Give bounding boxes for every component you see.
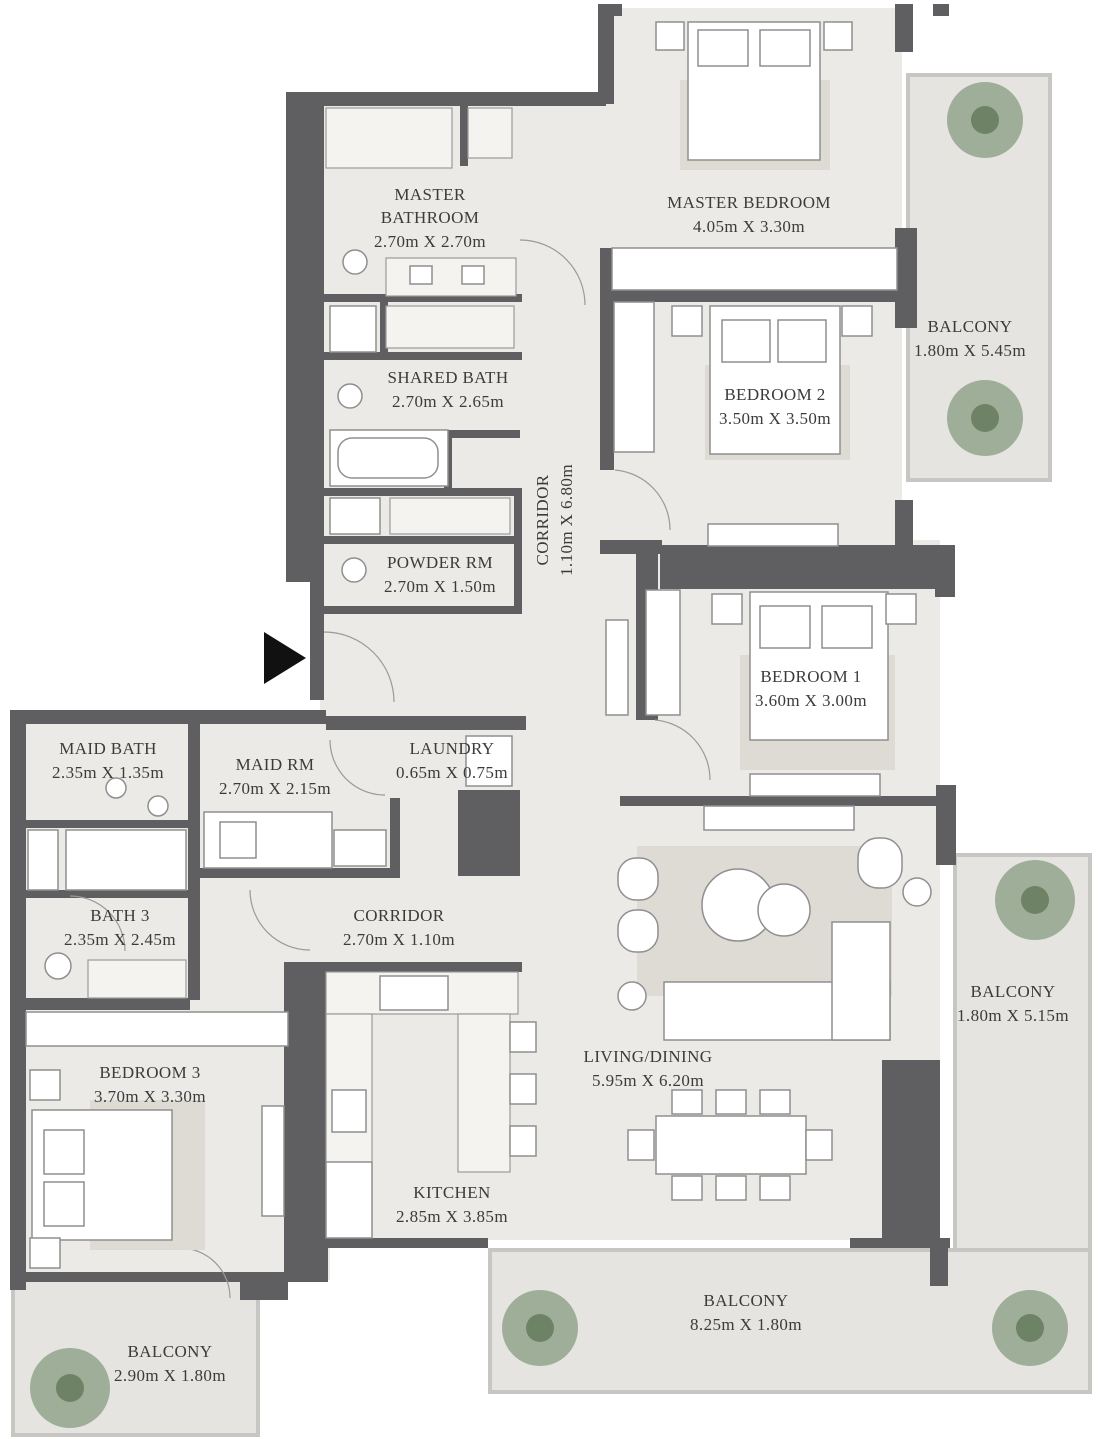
maid-rm-size: 2.70m X 2.15m bbox=[219, 779, 331, 798]
balcony-bottom-left-name: BALCONY bbox=[128, 1342, 213, 1361]
plant-icon bbox=[30, 1348, 110, 1428]
sofa-icon bbox=[663, 921, 891, 1041]
balcony-right-top-size: 1.80m X 5.45m bbox=[914, 341, 1026, 360]
room-labels: MASTER BEDROOM 4.05m X 3.30m MASTER BATH… bbox=[52, 185, 1069, 1385]
powder-rm-size: 2.70m X 1.50m bbox=[384, 577, 496, 596]
bed-icon bbox=[31, 1109, 173, 1241]
balcony-right-top-name: BALCONY bbox=[928, 317, 1013, 336]
door-swings bbox=[69, 239, 711, 1299]
entrance-arrow-icon bbox=[264, 632, 306, 684]
plants bbox=[30, 82, 1075, 1428]
plant-icon bbox=[995, 860, 1075, 940]
balcony-bottom-name: BALCONY bbox=[704, 1291, 789, 1310]
maid-rm-name: MAID RM bbox=[236, 755, 315, 774]
toilet-icon bbox=[44, 952, 72, 980]
plant-icon bbox=[502, 1290, 578, 1366]
maid-bath-size: 2.35m X 1.35m bbox=[52, 763, 164, 782]
living-dining-size: 5.95m X 6.20m bbox=[592, 1071, 704, 1090]
plant-icon bbox=[947, 380, 1023, 456]
bedroom-2-name: BEDROOM 2 bbox=[724, 385, 825, 404]
balcony-bottom-size: 8.25m X 1.80m bbox=[690, 1315, 802, 1334]
bed-icon bbox=[709, 305, 841, 455]
bed-icon bbox=[687, 21, 821, 161]
balcony-bottom-area[interactable] bbox=[488, 1248, 1092, 1394]
bedroom-1-name: BEDROOM 1 bbox=[760, 667, 861, 686]
toilet-icon bbox=[337, 383, 363, 409]
dining-table-icon bbox=[627, 1089, 833, 1201]
living-dining-name: LIVING/DINING bbox=[584, 1047, 713, 1066]
kitchen-name: KITCHEN bbox=[413, 1183, 490, 1202]
corridor-lower-name: CORRIDOR bbox=[353, 906, 444, 925]
balcony-bottom-left-size: 2.90m X 1.80m bbox=[114, 1366, 226, 1385]
bedroom-1-size: 3.60m X 3.00m bbox=[755, 691, 867, 710]
sink-icon bbox=[147, 795, 169, 817]
shared-bath-name: SHARED BATH bbox=[387, 368, 508, 387]
toilet-icon bbox=[105, 777, 127, 799]
sink-icon bbox=[409, 265, 485, 285]
furniture bbox=[25, 21, 932, 1269]
corridor-main-size: 1.10m X 6.80m bbox=[557, 464, 576, 576]
corridor-main-name: CORRIDOR bbox=[533, 474, 552, 565]
bedroom-3-name: BEDROOM 3 bbox=[99, 1063, 200, 1082]
powder-rm-name: POWDER RM bbox=[387, 553, 493, 572]
toilet-icon bbox=[342, 249, 368, 275]
laundry-size: 0.65m X 0.75m bbox=[396, 763, 508, 782]
bathtub-icon bbox=[329, 429, 449, 487]
balcony-right-bottom-name: BALCONY bbox=[971, 982, 1056, 1001]
bed-icon bbox=[203, 811, 333, 869]
master-bathroom-size: 2.70m X 2.70m bbox=[374, 232, 486, 251]
bath-3-name: BATH 3 bbox=[90, 906, 150, 925]
laundry-name: LAUNDRY bbox=[410, 739, 495, 758]
master-bedroom-size: 4.05m X 3.30m bbox=[693, 217, 805, 236]
maid-bath-name: MAID BATH bbox=[59, 739, 157, 758]
kitchen-size: 2.85m X 3.85m bbox=[396, 1207, 508, 1226]
master-bathroom-name-2: BATHROOM bbox=[381, 208, 480, 227]
master-bathroom-name-1: MASTER bbox=[394, 185, 466, 204]
walls bbox=[10, 4, 956, 1300]
stove-icon bbox=[325, 971, 519, 1015]
toilet-icon bbox=[341, 557, 367, 583]
bath-3-size: 2.35m X 2.45m bbox=[64, 930, 176, 949]
plant-icon bbox=[947, 82, 1023, 158]
bedroom-2-size: 3.50m X 3.50m bbox=[719, 409, 831, 428]
master-bedroom-name: MASTER BEDROOM bbox=[667, 193, 831, 212]
sink-icon bbox=[331, 1089, 367, 1133]
shared-bath-size: 2.70m X 2.65m bbox=[392, 392, 504, 411]
bed-icon bbox=[749, 591, 889, 741]
plant-icon bbox=[992, 1290, 1068, 1366]
corridor-lower-size: 2.70m X 1.10m bbox=[343, 930, 455, 949]
balcony-right-bottom-size: 1.80m X 5.15m bbox=[957, 1006, 1069, 1025]
bedroom-3-size: 3.70m X 3.30m bbox=[94, 1087, 206, 1106]
